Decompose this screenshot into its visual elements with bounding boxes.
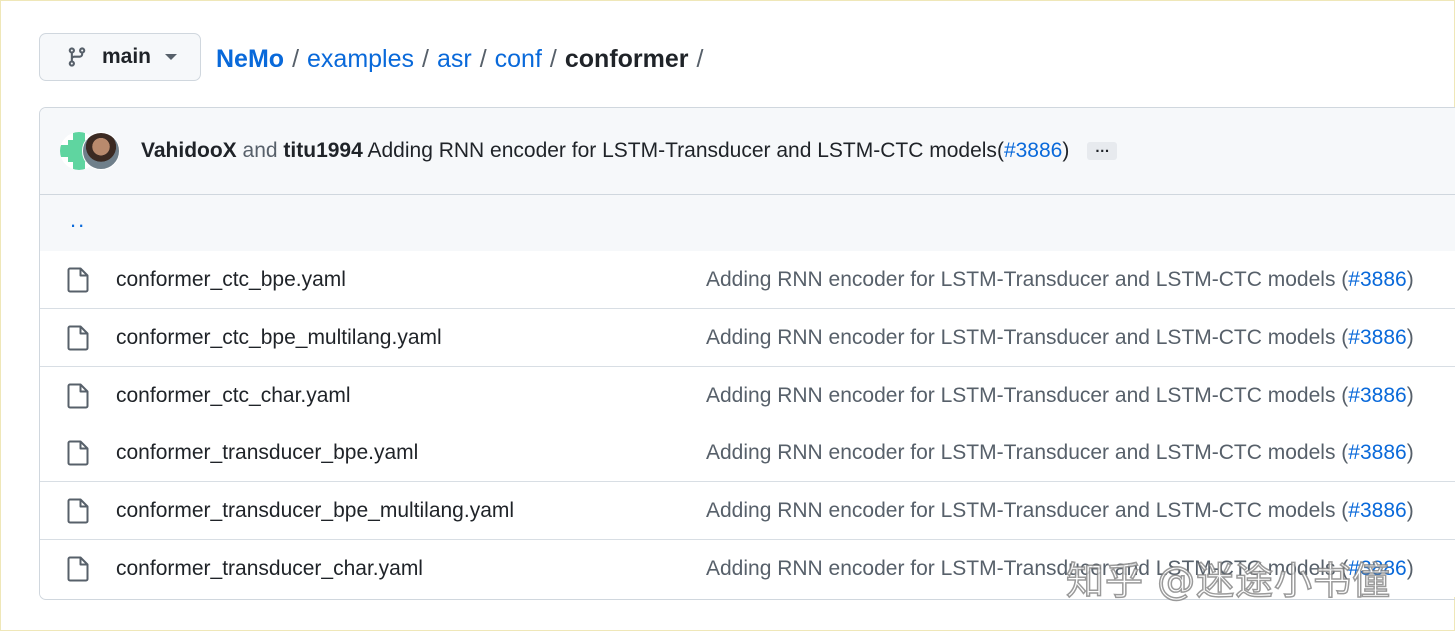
commit-message-link[interactable]: Adding RNN encoder for LSTM-Transducer a… [367, 139, 997, 162]
breadcrumb-asr-link[interactable]: asr [436, 45, 472, 73]
file-row[interactable]: conformer_transducer_bpe_multilang.yaml … [40, 482, 1455, 540]
file-name-link[interactable]: conformer_transducer_char.yaml [116, 557, 423, 580]
commit-issue-link[interactable]: #3886 [1003, 139, 1063, 162]
file-commit-issue-link[interactable]: #3886 [1348, 441, 1407, 464]
breadcrumb-separator: / [292, 45, 300, 73]
file-commit-issue-link[interactable]: #3886 [1348, 326, 1407, 349]
file-commit-message-link[interactable]: Adding RNN encoder for LSTM-Transducer a… [706, 326, 1414, 349]
breadcrumb-separator: / [549, 45, 557, 73]
watermark-text: 知乎 @迷途小书僮 [1065, 558, 1392, 604]
file-commit-issue-link[interactable]: #3886 [1348, 499, 1407, 522]
file-row[interactable]: conformer_ctc_char.yaml Adding RNN encod… [40, 367, 1455, 425]
file-name-link[interactable]: conformer_transducer_bpe_multilang.yaml [116, 499, 515, 522]
file-row[interactable]: conformer_ctc_bpe.yaml Adding RNN encode… [40, 251, 1455, 309]
breadcrumb-conf-link[interactable]: conf [494, 45, 542, 73]
file-icon [67, 267, 89, 293]
file-commit-message-link[interactable]: Adding RNN encoder for LSTM-Transducer a… [706, 557, 1414, 580]
file-list-box: VahidooX and titu1994 Adding RNN encoder… [39, 107, 1455, 600]
commit-author-link[interactable]: titu1994 [283, 139, 363, 162]
file-name-link[interactable]: conformer_ctc_char.yaml [116, 384, 351, 407]
commit-author-link[interactable]: VahidooX [141, 139, 237, 162]
file-icon [67, 383, 89, 409]
breadcrumb: NeMo / examples / asr / conf / conformer… [216, 42, 711, 76]
file-icon [67, 498, 89, 524]
parent-directory-row[interactable]: .. [40, 195, 1455, 252]
breadcrumb-examples-link[interactable]: examples [307, 45, 415, 73]
file-row[interactable]: conformer_transducer_bpe.yaml Adding RNN… [40, 424, 1455, 482]
file-icon [67, 440, 89, 466]
git-branch-icon [66, 46, 88, 68]
commit-close-paren: ) [1062, 139, 1070, 162]
breadcrumb-separator: / [696, 45, 704, 73]
branch-selector-button[interactable]: main [39, 33, 201, 81]
breadcrumb-separator: / [479, 45, 487, 73]
file-name-link[interactable]: conformer_ctc_bpe.yaml [116, 268, 346, 291]
file-icon [67, 556, 89, 582]
avatar[interactable] [82, 132, 120, 170]
file-name-link[interactable]: conformer_transducer_bpe.yaml [116, 441, 419, 464]
parent-directory-link[interactable]: .. [70, 207, 87, 232]
file-commit-issue-link[interactable]: #3886 [1348, 557, 1407, 580]
breadcrumb-separator: / [422, 45, 429, 73]
breadcrumb-repo-link[interactable]: NeMo [216, 45, 285, 73]
expand-commit-button[interactable]: … [1087, 140, 1118, 161]
file-icon [67, 325, 89, 351]
branch-name: main [102, 45, 152, 68]
caret-down-icon [165, 54, 178, 60]
commit-conjunction: and [242, 139, 278, 162]
file-row[interactable]: conformer_ctc_bpe_multilang.yaml Adding … [40, 309, 1455, 367]
file-commit-message-link[interactable]: Adding RNN encoder for LSTM-Transducer a… [706, 499, 1414, 522]
file-name-link[interactable]: conformer_ctc_bpe_multilang.yaml [116, 326, 442, 349]
file-commit-message-link[interactable]: Adding RNN encoder for LSTM-Transducer a… [706, 384, 1414, 407]
latest-commit-bar: VahidooX and titu1994 Adding RNN encoder… [40, 108, 1455, 195]
file-commit-message-link[interactable]: Adding RNN encoder for LSTM-Transducer a… [706, 441, 1414, 464]
breadcrumb-current-folder: conformer [564, 45, 689, 73]
file-commit-issue-link[interactable]: #3886 [1348, 268, 1407, 291]
file-commit-message-link[interactable]: Adding RNN encoder for LSTM-Transducer a… [706, 268, 1414, 291]
commit-open-paren: ( [996, 139, 1004, 162]
file-row[interactable]: conformer_transducer_char.yaml Adding RN… [40, 540, 1455, 597]
commit-summary: VahidooX and titu1994 Adding RNN encoder… [141, 136, 1118, 166]
file-commit-issue-link[interactable]: #3886 [1348, 384, 1407, 407]
